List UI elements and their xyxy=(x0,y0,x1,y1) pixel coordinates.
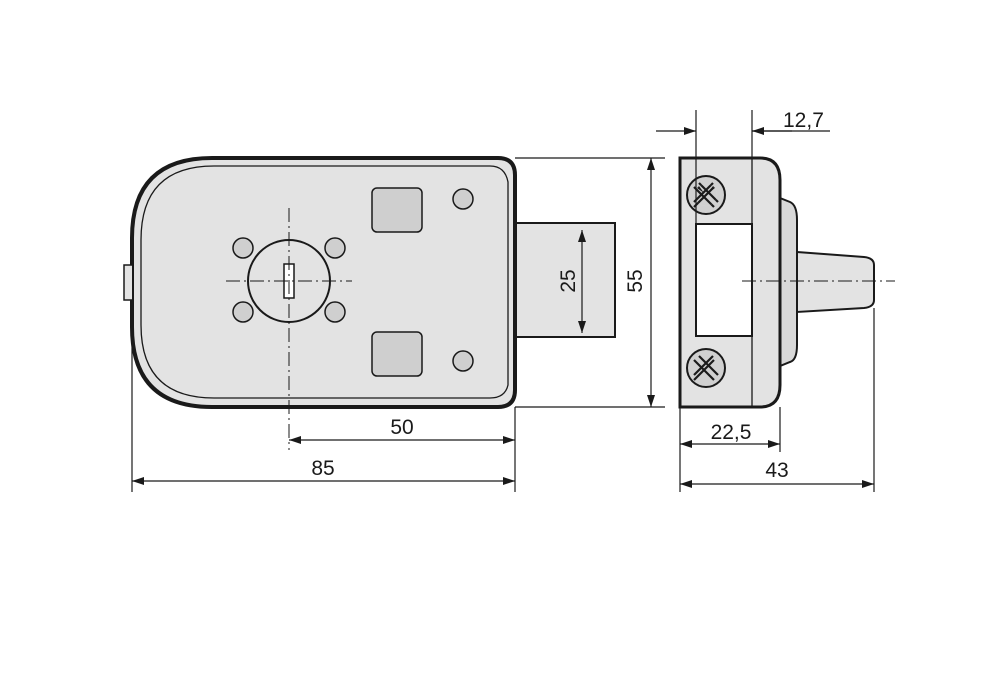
screw-hole-bottom xyxy=(452,350,474,372)
body-notch xyxy=(123,264,132,301)
dim-50-label: 50 xyxy=(390,416,413,439)
cylinder-hole-br xyxy=(324,301,346,323)
cylinder-hole-bl xyxy=(232,301,254,323)
front-view xyxy=(123,156,616,450)
side-view xyxy=(678,156,895,409)
screw-hole-top xyxy=(452,188,474,210)
dim-25-label: 25 xyxy=(557,269,580,292)
knob-shaft xyxy=(796,250,875,314)
mounting-pad-bottom xyxy=(371,331,423,377)
bolt xyxy=(507,222,616,338)
strike-slot xyxy=(695,223,753,337)
dim-43-label: 43 xyxy=(765,459,788,482)
dim-55-label: 55 xyxy=(624,269,647,292)
cylinder-hole-tl xyxy=(232,237,254,259)
cylinder-hole-tr xyxy=(324,237,346,259)
lock-body-inner-outline xyxy=(140,165,509,399)
dim-12-7-label: 12,7 xyxy=(783,109,824,132)
dim-85-label: 85 xyxy=(311,457,334,480)
screw-top-icon xyxy=(686,175,726,215)
dimension-lines xyxy=(131,110,875,492)
knob-rosette xyxy=(779,196,798,368)
mounting-pad-top xyxy=(371,187,423,233)
dim-22-5-label: 22,5 xyxy=(711,421,752,444)
screw-bottom-icon xyxy=(686,348,726,388)
